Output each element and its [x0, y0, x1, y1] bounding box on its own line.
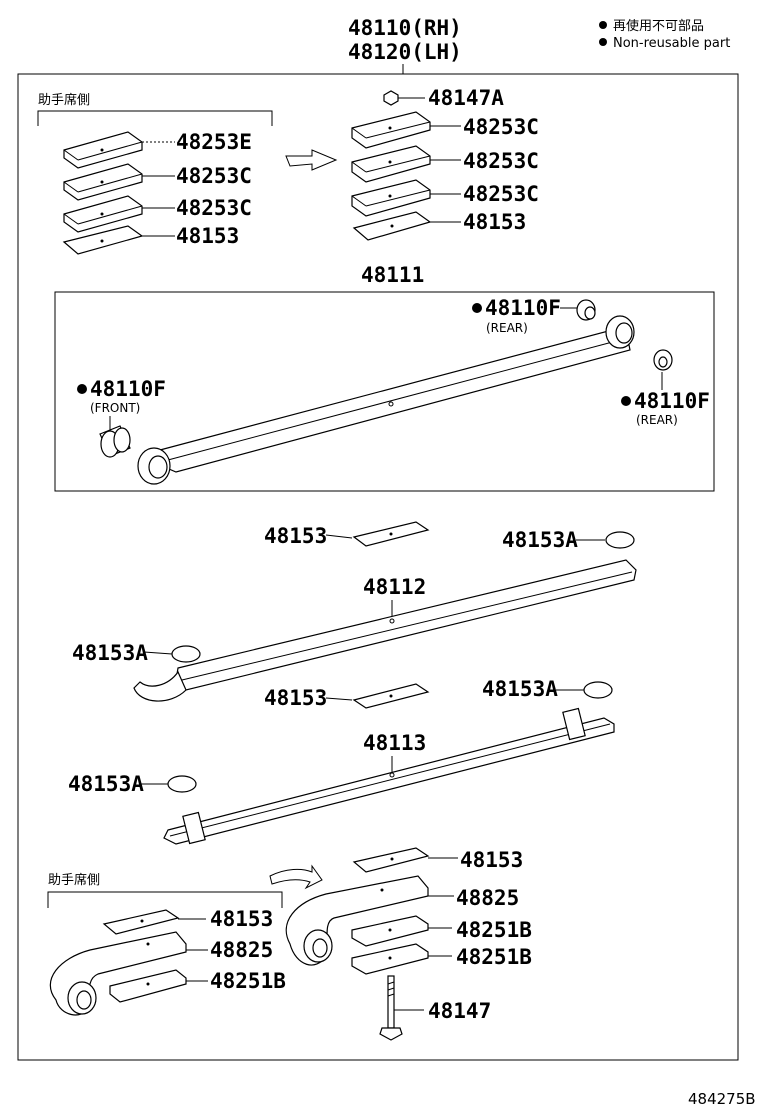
- main-leaf-frame: [54, 291, 715, 492]
- part-number: 48153A: [68, 772, 144, 796]
- cap-icon: [605, 531, 635, 549]
- part-number: 48153A: [482, 677, 558, 701]
- part-number: 48153: [463, 210, 526, 234]
- part-number: 48825: [456, 886, 519, 910]
- non-reusable-dot-icon: [621, 396, 631, 406]
- passenger-side-label-bottom: 助手席側: [48, 872, 100, 888]
- cap-icon: [171, 645, 201, 663]
- part-number: 48251B: [456, 918, 532, 942]
- part-number: 48153A: [502, 528, 578, 552]
- part-number: 48253E: [176, 130, 252, 154]
- non-reusable-dot-icon: [599, 21, 607, 29]
- diagram-code: 484275B: [688, 1090, 756, 1108]
- leaf-number-48113: 48113: [363, 731, 426, 755]
- main-frame: [17, 73, 739, 1061]
- part-number: 48110F: [90, 377, 166, 401]
- part-number: 48251B: [210, 969, 286, 993]
- helper-leaf-left: [49, 931, 187, 1016]
- part-number: 48825: [210, 938, 273, 962]
- transfer-arrow-icon: [285, 149, 338, 171]
- part-number: 48153: [210, 907, 273, 931]
- bushing-note: (FRONT): [90, 401, 140, 415]
- leaf-spring-48113: [163, 707, 615, 845]
- passenger-side-bracket-bottom: [47, 891, 283, 908]
- non-reusable-dot-icon: [472, 303, 482, 313]
- part-number: 48253C: [463, 115, 539, 139]
- part-number: 48153A: [72, 641, 148, 665]
- helper-leaf-right: [285, 875, 429, 966]
- main-leaf-spring: [137, 315, 635, 485]
- rear-bushing-top-icon: [576, 299, 596, 321]
- center-bolt-icon: [379, 975, 403, 1041]
- part-number: 48110F: [634, 389, 710, 413]
- top-right-plates: [351, 111, 432, 241]
- part-number: 48253C: [176, 196, 252, 220]
- passenger-side-label-top: 助手席側: [38, 92, 90, 108]
- bushing-note: (REAR): [486, 321, 528, 335]
- front-bushing-icon: [99, 425, 131, 458]
- part-number: 48153: [264, 524, 327, 548]
- nut-icon: [383, 90, 399, 106]
- leaf-number-48111: 48111: [361, 263, 424, 287]
- part-number: 48110F: [485, 296, 561, 320]
- title-lh: 48120(LH): [348, 40, 462, 64]
- part-number: 48253C: [463, 182, 539, 206]
- passenger-side-bracket-top: [37, 110, 273, 126]
- part-number: 48251B: [456, 945, 532, 969]
- bushing-note: (REAR): [636, 413, 678, 427]
- part-number: 48153: [460, 848, 523, 872]
- part-number: 48253C: [463, 149, 539, 173]
- rear-bushing-right-icon: [653, 349, 673, 371]
- part-number: 48153: [264, 686, 327, 710]
- leaf-liner: [109, 969, 187, 1003]
- legend-jp: 再使用不可部品: [613, 18, 704, 34]
- top-left-plates: [62, 131, 144, 255]
- part-number: 48153: [176, 224, 239, 248]
- part-number: 48253C: [176, 164, 252, 188]
- title-rh: 48110(RH): [348, 16, 462, 40]
- part-number: 48147A: [428, 86, 504, 110]
- cap-icon: [167, 775, 197, 793]
- legend-en: Non-reusable part: [613, 36, 730, 51]
- leaf-number-48112: 48112: [363, 575, 426, 599]
- leaf-spring-48112: [133, 559, 637, 702]
- part-number: 48147: [428, 999, 491, 1023]
- non-reusable-dot-icon: [77, 384, 87, 394]
- cap-icon: [583, 681, 613, 699]
- non-reusable-dot-icon: [599, 38, 607, 46]
- transfer-arrow-icon: [269, 864, 323, 890]
